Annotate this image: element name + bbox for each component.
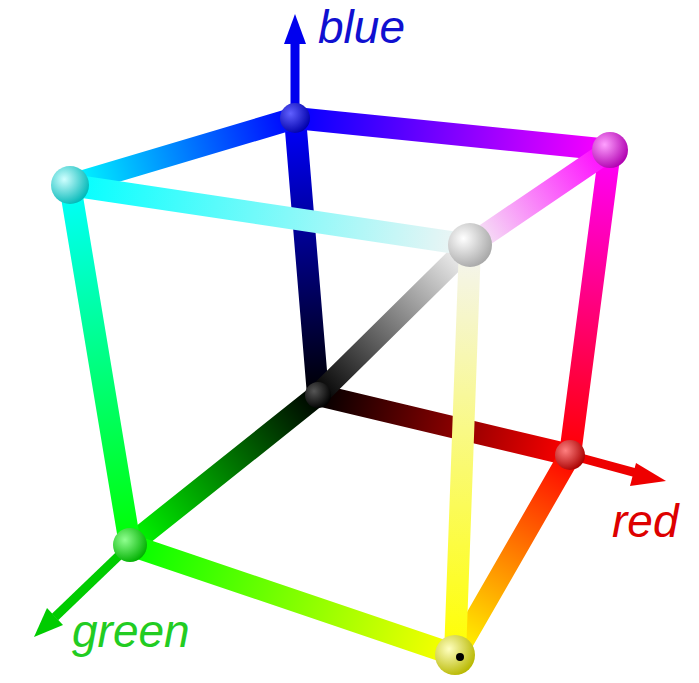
cube-edges bbox=[70, 118, 610, 655]
axis-arrows bbox=[34, 14, 666, 637]
axis-label: green bbox=[72, 606, 190, 657]
axis-label: blue bbox=[318, 2, 405, 53]
axis-label: red bbox=[612, 496, 678, 547]
cube-vertices bbox=[51, 103, 628, 675]
